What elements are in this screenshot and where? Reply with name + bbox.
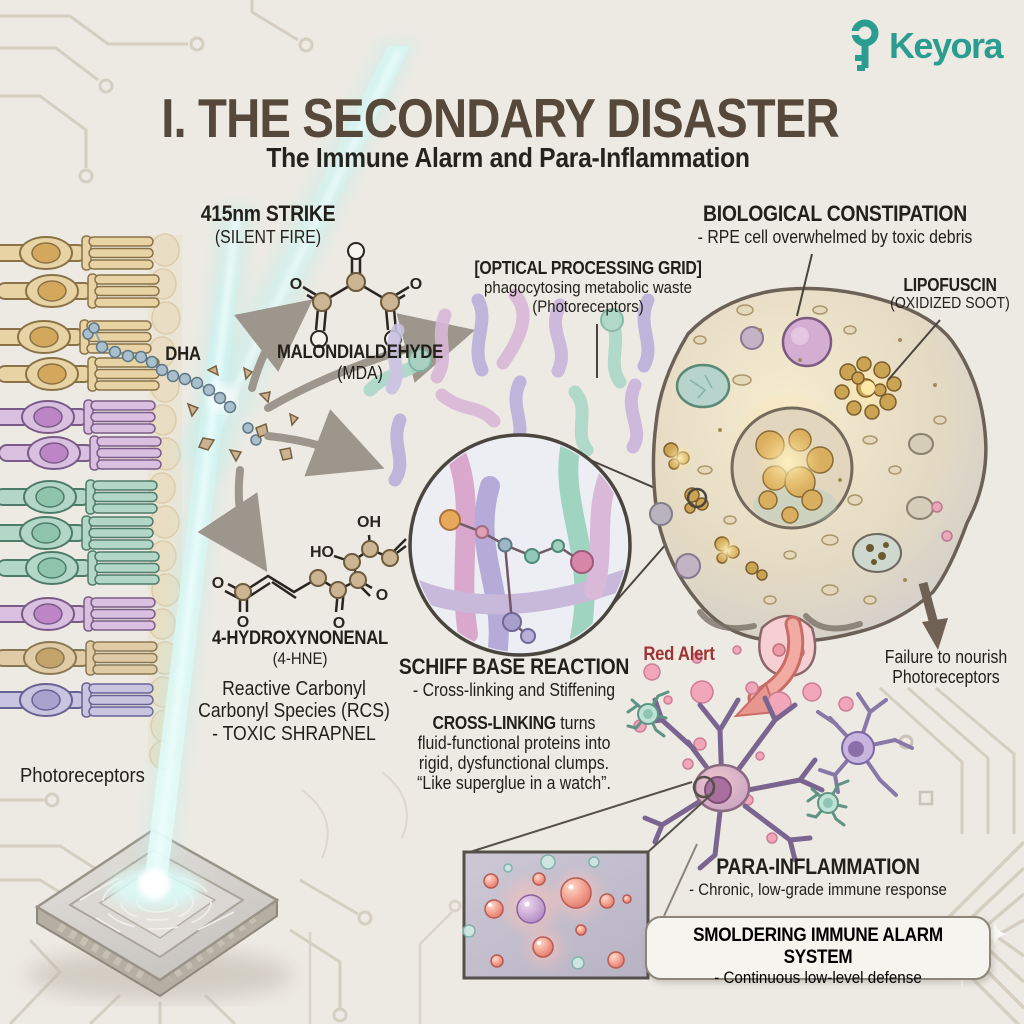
label-rcs: Reactive Carbonyl Carbonyl Species (RCS)… (198, 678, 390, 745)
svg-text:O: O (376, 587, 388, 604)
key-icon (848, 19, 879, 71)
svg-text:HO: HO (310, 544, 334, 561)
label-photoreceptors: Photoreceptors (20, 765, 145, 787)
inflammation-inset-box (462, 781, 715, 980)
mda-structure: O O (290, 242, 422, 348)
label-schiff-base: SCHIFF BASE REACTION - Cross-linking and… (398, 654, 630, 700)
smoldering-sub: - Continuous low-level defense (714, 969, 922, 987)
failure-arrow (918, 581, 948, 650)
microglia-purple-branches (816, 692, 914, 797)
rpe-cell (649, 286, 988, 679)
svg-text:O: O (212, 575, 224, 592)
leader-lines (596, 253, 941, 917)
svg-text:O: O (410, 276, 422, 293)
smoldering-title: SMOLDERING IMMUNE ALARM SYSTEM (693, 925, 943, 968)
label-failure: Failure to nourish Photoreceptors (884, 647, 1008, 688)
label-para-inflammation: PARA-INFLAMMATION - Chronic, low-grade i… (689, 854, 947, 899)
hne-structure: O O O O HO OH (212, 514, 407, 632)
label-optical-grid: [OPTICAL PROCESSING GRID] phagocytosing … (474, 258, 702, 317)
smoldering-alarm-box: SMOLDERING IMMUNE ALARM SYSTEM - Continu… (645, 916, 991, 987)
label-4hne: 4-HYDROXYNONENAL (4-HNE) (212, 628, 388, 669)
flow-arrows (197, 299, 476, 572)
label-lipofuscin: LIPOFUSCIN (OXIDIZED SOOT) (890, 275, 1010, 313)
toxic-shrapnel-fragments (186, 364, 300, 463)
crosslink-bonds (439, 509, 594, 644)
svg-text:O: O (333, 615, 345, 632)
label-crosslinking: CROSS-LINKING turns fluid-functional pro… (417, 713, 611, 794)
magnifier-inset (408, 433, 697, 657)
label-415nm-strike: 415nm STRIKE (SILENT FIRE) (200, 201, 336, 247)
label-red-alert: Red Alert (643, 644, 715, 665)
brand-logo: Keyora (841, 18, 1004, 74)
label-biological-constipation: BIOLOGICAL CONSTIPATION - RPE cell overw… (697, 201, 973, 247)
brand-name: Keyora (888, 25, 1004, 66)
dha-molecule-chain (82, 322, 262, 446)
svg-text:O: O (237, 614, 249, 631)
protein-tangle (363, 288, 655, 487)
svg-text:O: O (290, 276, 302, 293)
lipofuscin-granules (834, 356, 902, 420)
photoreceptor-stack (0, 236, 161, 717)
alarm-signal-dots (633, 645, 854, 844)
page-subtitle: The Immune Alarm and Para-Inflammation (266, 142, 750, 173)
svg-text:OH: OH (357, 514, 381, 531)
page-title: I. THE SECONDARY DISASTER (161, 87, 839, 149)
label-mda: MALONDIALDEHYDE (MDA) (276, 342, 444, 384)
label-dha: DHA (165, 344, 201, 365)
microglia-cells (626, 690, 914, 871)
